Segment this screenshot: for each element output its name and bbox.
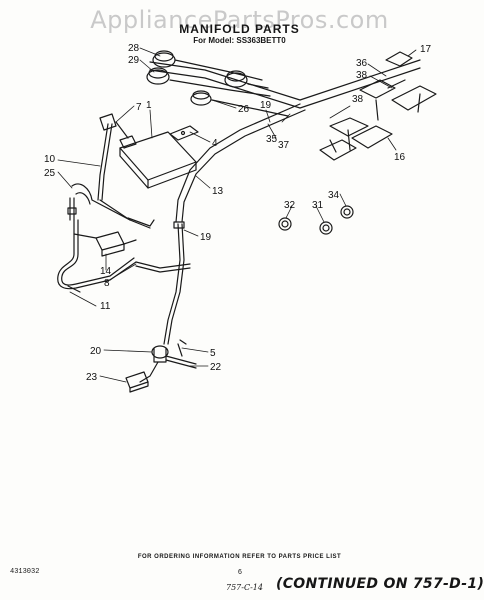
tube-assembly-left — [71, 113, 155, 229]
callout-5: 5 — [210, 348, 216, 359]
page-number: 6 — [238, 569, 242, 576]
leader-lines — [57, 47, 417, 383]
callout-26: 26 — [238, 104, 250, 115]
callout-29: 29 — [128, 55, 140, 66]
callout-31: 31 — [312, 200, 324, 211]
document-number: 4313032 — [10, 568, 40, 576]
callout-14: 14 — [100, 266, 112, 277]
callout-1: 1 — [146, 100, 152, 111]
bracket-part — [169, 125, 199, 141]
burner-assembly-right — [319, 51, 437, 161]
fitting-25 — [67, 197, 77, 221]
callout-37: 37 — [278, 140, 290, 151]
callout-32: 32 — [284, 200, 296, 211]
callout-11: 11 — [100, 301, 111, 312]
callout-10: 10 — [44, 154, 56, 165]
callout-17: 17 — [420, 44, 432, 55]
callout-7: 7 — [136, 102, 142, 113]
callout-20: 20 — [90, 346, 102, 357]
regulator-box — [119, 131, 197, 189]
callout-23: 23 — [86, 372, 98, 383]
callout-19-top: 19 — [260, 100, 272, 111]
callout-38-mid: 38 — [352, 94, 364, 105]
lower-tube-11 — [57, 219, 137, 293]
callout-28: 28 — [128, 43, 140, 54]
continued-note: (CONTINUED ON 757-D-1) — [276, 576, 484, 592]
page-title: MANIFOLD PARTS — [179, 22, 300, 36]
tube-8 — [135, 221, 191, 345]
callout-19-mid: 19 — [200, 232, 212, 243]
callout-22: 22 — [210, 362, 222, 373]
callout-36: 36 — [356, 58, 368, 69]
callout-35: 35 — [266, 134, 278, 145]
callout-34: 34 — [328, 190, 340, 201]
model-label: For Model: SS363BETT0 — [193, 36, 286, 45]
watermark: AppliancePartsPros.com — [90, 6, 389, 34]
handwritten-reference: 757-C-14 — [226, 583, 263, 592]
callout-8: 8 — [104, 278, 110, 289]
grommets — [278, 205, 354, 235]
top-valve-assembly — [146, 50, 289, 117]
callout-25: 25 — [44, 168, 56, 179]
callout-38-top: 38 — [356, 70, 368, 81]
bottom-valve-assembly — [125, 339, 197, 393]
callout-13: 13 — [212, 186, 224, 197]
callout-numbers: 28 29 17 36 38 7 1 26 19 38 4 35 37 10 2… — [44, 43, 432, 383]
ordering-note: FOR ORDERING INFORMATION REFER TO PARTS … — [137, 554, 342, 560]
gas-valve-14 — [73, 231, 137, 257]
callout-4: 4 — [212, 138, 218, 149]
callout-16: 16 — [394, 152, 406, 163]
